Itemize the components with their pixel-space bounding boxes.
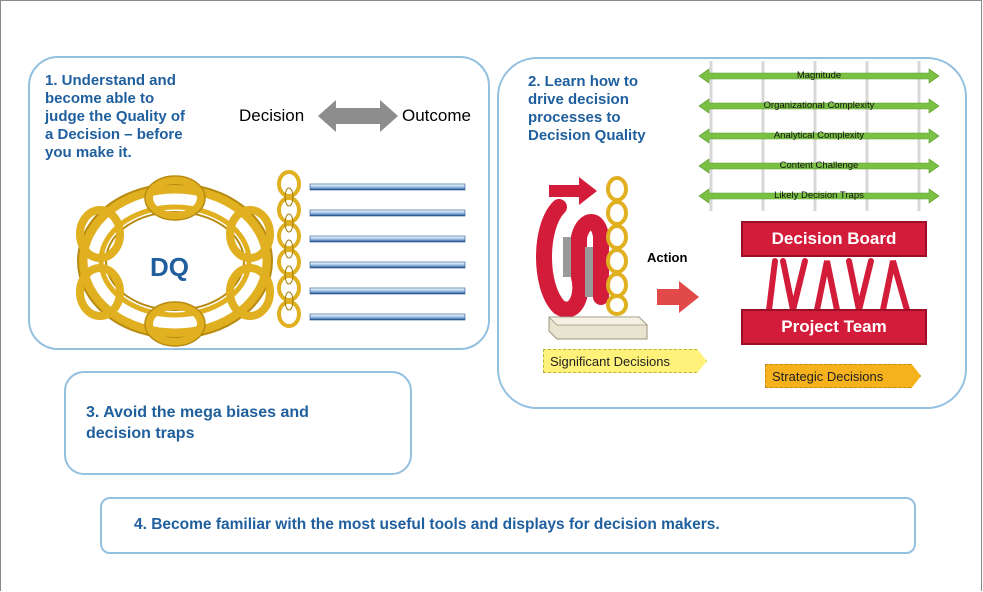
- box1-heading: 1. Understand and become able to judge t…: [45, 72, 186, 161]
- dimension-label: Content Challenge: [779, 160, 859, 171]
- vertical-chain-icon: [277, 170, 301, 328]
- decision-label: Decision: [239, 106, 305, 125]
- dimension-grid: [698, 61, 940, 211]
- dq-label: DQ: [150, 252, 189, 282]
- box2-heading: 2. Learn how to drive decision processes…: [528, 73, 646, 144]
- dimension-label: Analytical Complexity: [773, 130, 865, 141]
- project-team: Project Team: [741, 309, 927, 345]
- box-tools-displays: 4. Become familiar with the most useful …: [100, 497, 916, 554]
- box3-heading: 3. Avoid the mega biases and decision tr…: [86, 404, 309, 442]
- iteration-arrows-icon: [766, 258, 910, 313]
- dimension-label: Organizational Complexity: [763, 100, 875, 111]
- box4-heading: 4. Become familiar with the most useful …: [134, 516, 720, 533]
- box-biases-traps: 3. Avoid the mega biases and decision tr…: [64, 371, 412, 475]
- box-decision-process: 2. Learn how to drive decision processes…: [497, 57, 967, 409]
- decision-cycle-icon: [536, 176, 699, 340]
- double-arrow-icon: [318, 100, 398, 132]
- outcome-label: Outcome: [402, 106, 471, 125]
- box-decision-quality: 1. Understand and become able to judge t…: [28, 56, 490, 350]
- dimension-label: Likely Decision Traps: [774, 190, 864, 201]
- significant-decisions-tag: Significant Decisions: [543, 349, 707, 373]
- dq-chain-wheel-icon: [76, 175, 274, 347]
- action-label: Action: [647, 250, 688, 265]
- strategic-decisions-tag: Strategic Decisions: [765, 364, 921, 388]
- decision-board: Decision Board: [741, 221, 927, 257]
- dimension-label: Magnitude: [796, 70, 842, 81]
- quality-bars-icon: [309, 183, 466, 321]
